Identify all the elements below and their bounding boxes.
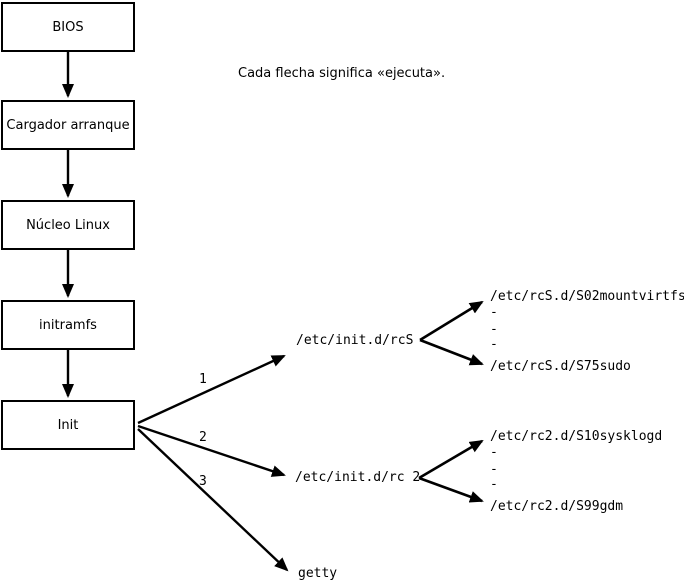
branch-number-1: 1 xyxy=(199,372,207,387)
box-bootloader: Cargador arranque xyxy=(1,100,135,150)
branch-number-2: 2 xyxy=(199,430,207,445)
arrow-init-to-rc2 xyxy=(137,424,286,477)
path-init-d-rcs: /etc/init.d/rcS xyxy=(296,333,414,348)
box-bootloader-label: Cargador arranque xyxy=(6,117,130,133)
box-init: Init xyxy=(1,400,135,450)
box-bios-label: BIOS xyxy=(52,19,84,35)
box-initramfs-label: initramfs xyxy=(39,317,97,333)
path-init-d-rc2: /etc/init.d/rc 2 xyxy=(295,470,421,485)
arrow-init-to-rcs xyxy=(137,354,286,425)
rc2-ellipsis-dash-2: - xyxy=(490,462,498,477)
rc2-ellipsis-dash-3: - xyxy=(490,477,498,492)
path-rc2-d-s99gdm: /etc/rc2.d/S99gdm xyxy=(490,499,624,514)
path-getty: getty xyxy=(298,566,338,581)
box-kernel-label: Núcleo Linux xyxy=(26,217,110,233)
rcs-ellipsis-dash-2: - xyxy=(490,322,498,337)
box-kernel: Núcleo Linux xyxy=(1,200,135,250)
arrow-rcs-to-s75sudo xyxy=(419,338,484,366)
box-init-label: Init xyxy=(57,417,79,433)
rcs-ellipsis-dash-3: - xyxy=(490,337,498,352)
rc2-ellipsis-dash-1: - xyxy=(490,445,498,460)
arrow-rc2-to-s10sysklogd xyxy=(418,439,484,480)
arrow-rcs-to-s02mountvirtfs xyxy=(419,300,484,342)
branch-number-3: 3 xyxy=(199,474,207,489)
path-rcs-d-s02mountvirtfs: /etc/rcS.d/S02mountvirtfs xyxy=(490,289,684,304)
arrow-init-to-getty xyxy=(137,428,289,572)
box-bios: BIOS xyxy=(1,2,135,52)
arrow-rc2-to-s99gdm xyxy=(418,476,484,503)
legend-note: Cada flecha significa «ejecuta». xyxy=(238,66,446,81)
path-rc2-d-s10sysklogd: /etc/rc2.d/S10sysklogd xyxy=(490,429,663,444)
box-initramfs: initramfs xyxy=(1,300,135,350)
rcs-ellipsis-dash-1: - xyxy=(490,305,498,320)
path-rcs-d-s75sudo: /etc/rcS.d/S75sudo xyxy=(490,359,631,374)
